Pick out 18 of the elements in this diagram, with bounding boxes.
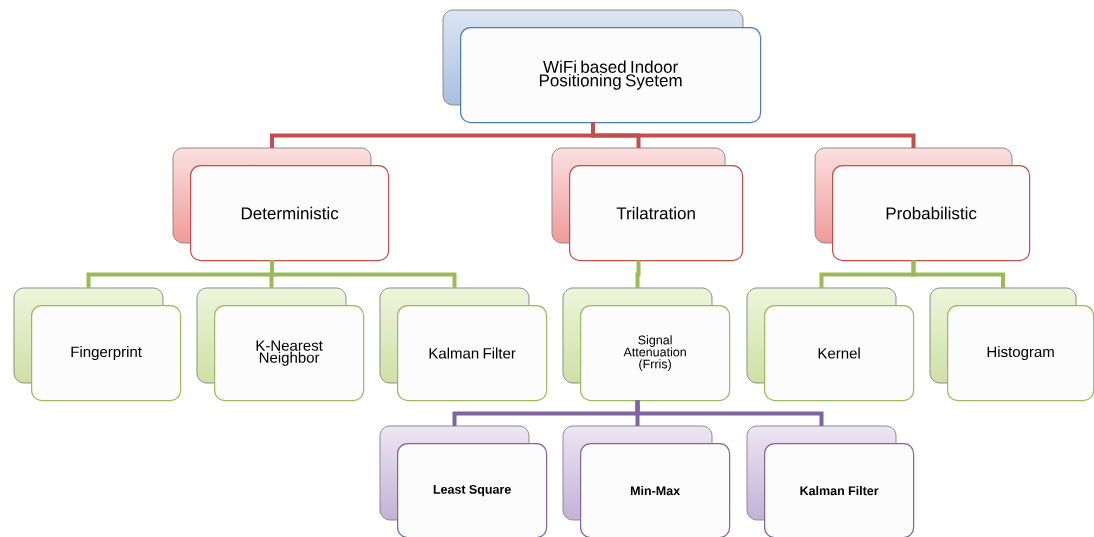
process-box: Probabilistic bbox=[814, 147, 1031, 262]
process-box: Kalman Filter bbox=[746, 425, 915, 537]
process-box: Fingerprint bbox=[13, 287, 182, 402]
process-box: Least Square bbox=[379, 425, 548, 537]
process-box: Kalman Filter bbox=[379, 287, 548, 402]
process-box: Trilatration bbox=[551, 147, 744, 262]
process-box: WiFi based Indoor Positioning Syetem bbox=[442, 9, 762, 124]
process-box: Signal Attenuation (Frris) bbox=[562, 287, 731, 402]
process-box: Histogram bbox=[929, 287, 1094, 402]
connector-line bbox=[270, 260, 457, 288]
process-box: Min-Max bbox=[562, 425, 731, 537]
process-box: Deterministic bbox=[172, 147, 390, 262]
process-box: Kernel bbox=[746, 287, 915, 402]
process-box: K-Nearest Neighbor bbox=[196, 287, 365, 402]
connector-line bbox=[911, 260, 1005, 288]
connector-line bbox=[635, 260, 641, 288]
connector-line bbox=[635, 400, 824, 426]
connector-line bbox=[591, 122, 916, 148]
